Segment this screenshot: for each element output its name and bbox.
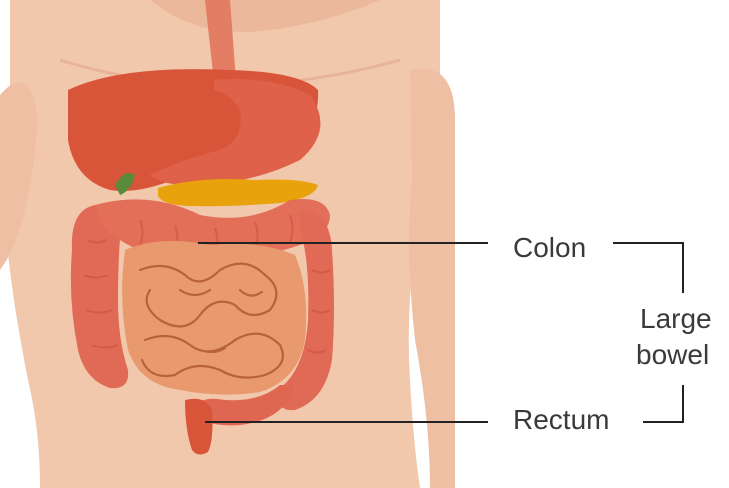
large-bowel-label-line1: Large [640, 305, 712, 333]
rectum-label: Rectum [513, 406, 609, 434]
small-intestine [122, 241, 306, 395]
large-bowel-bracket-bottom [643, 385, 683, 422]
large-bowel-bracket-top [613, 243, 683, 293]
colon-label: Colon [513, 234, 586, 262]
large-bowel-label-line2: bowel [636, 341, 709, 369]
